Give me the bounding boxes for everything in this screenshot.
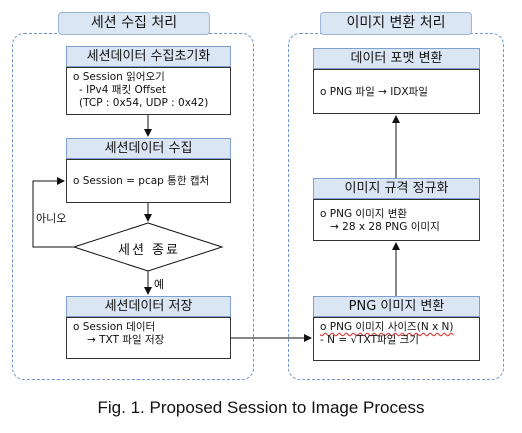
session-init-body: o Session 읽어오기 - IPv4 패킷 Offset (TCP : 0… xyxy=(66,67,231,115)
png-convert-line-1: o PNG 이미지 사이즈(N x N) xyxy=(320,321,454,333)
image-normalize-line-2: → 28 x 28 PNG 이미지 xyxy=(330,221,440,233)
png-convert-header: PNG 이미지 변환 xyxy=(313,296,480,317)
session-init-line-2: - IPv4 패킷 Offset xyxy=(79,84,166,96)
session-init-header: 세션데이터 수집초기화 xyxy=(66,46,231,67)
format-convert-line-1: o PNG 파일 → IDX파일 xyxy=(320,86,428,98)
format-convert-body: o PNG 파일 → IDX파일 xyxy=(313,69,480,114)
session-collect-header: 세션데이터 수집 xyxy=(66,138,231,159)
image-normalize-line-1: o PNG 이미지 변환 xyxy=(320,208,408,220)
arrow-no-loop xyxy=(32,177,74,248)
session-collect-line-1: o Session = pcap 통한 캡처 xyxy=(73,175,210,187)
decision-label: 세션 종료 xyxy=(118,243,180,258)
image-normalize-header: 이미지 규격 정규화 xyxy=(313,178,480,199)
session-init-line-3: (TCP : 0x54, UDP : 0x42) xyxy=(79,97,209,109)
session-save-line-1: o Session 데이터 xyxy=(73,321,156,333)
image-conversion-title: 이미지 변환 처리 xyxy=(320,12,472,35)
decision-yes-label: 예 xyxy=(154,278,165,291)
session-collection-title: 세션 수집 처리 xyxy=(58,12,210,35)
session-init-line-1: o Session 읽어오기 xyxy=(73,71,165,83)
decision-no-label: 아니오 xyxy=(36,212,67,225)
png-convert-body: o PNG 이미지 사이즈(N x N) - N = √TXT파일 크기 xyxy=(313,317,480,361)
session-save-body: o Session 데이터 → TXT 파일 저장 xyxy=(66,317,231,359)
figure-caption: Fig. 1. Proposed Session to Image Proces… xyxy=(97,398,425,417)
png-convert-line-2: - N = √TXT파일 크기 xyxy=(320,334,419,346)
image-normalize-body: o PNG 이미지 변환 → 28 x 28 PNG 이미지 xyxy=(313,199,480,241)
format-convert-header: 데이터 포맷 변환 xyxy=(313,48,480,69)
session-collect-body: o Session = pcap 통한 캡처 xyxy=(66,159,231,203)
session-save-line-2: → TXT 파일 저장 xyxy=(87,334,165,346)
session-save-header: 세션데이터 저장 xyxy=(66,296,231,317)
